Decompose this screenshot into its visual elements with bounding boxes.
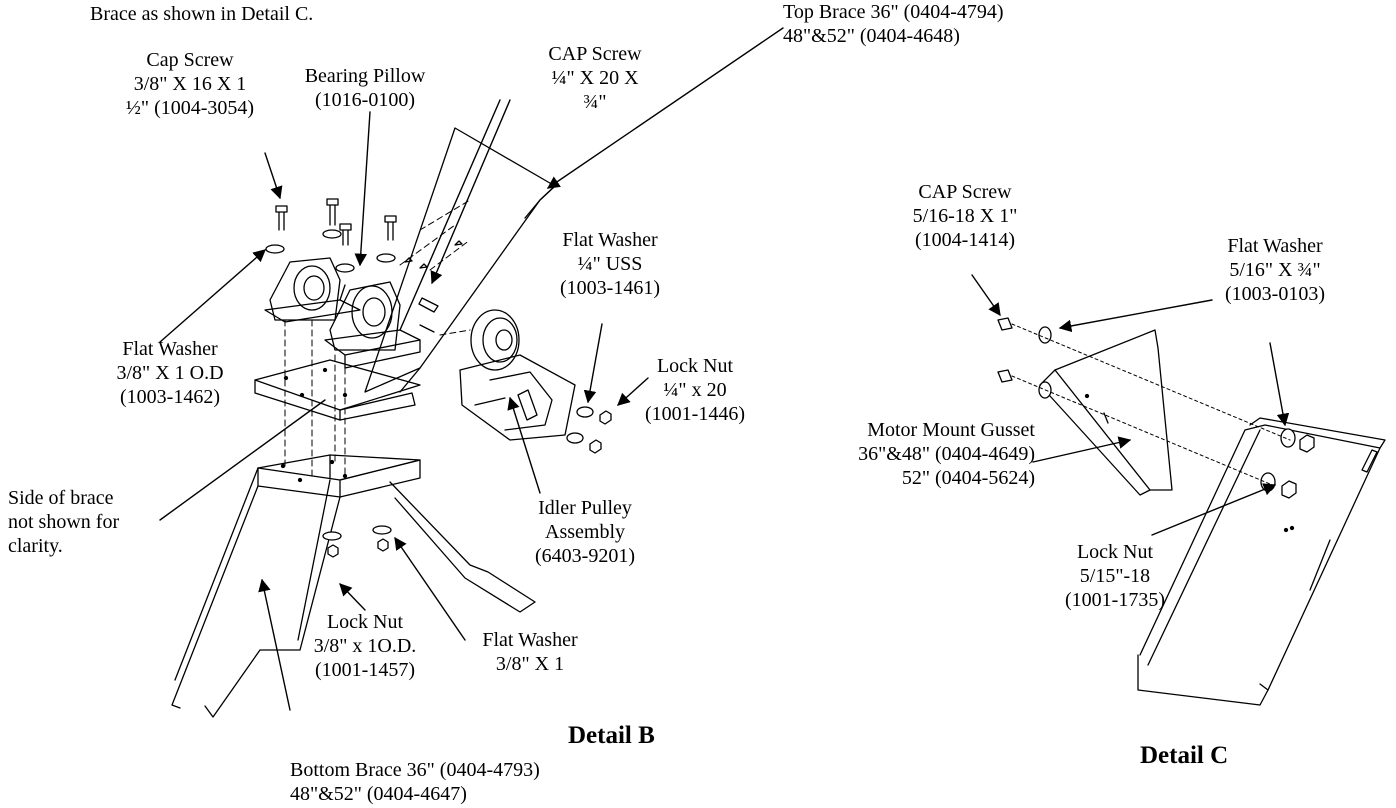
- label-line: (1001-1457): [315, 659, 415, 681]
- label-line: 3/8" X 16 X 1: [133, 73, 247, 95]
- label-lock-nut-516: Lock Nut 5/15"-18 (1001-1735): [1040, 540, 1190, 612]
- brace-cap-screws: [404, 240, 463, 333]
- label-lock-nut-14: Lock Nut ¼" x 20 (1001-1446): [620, 354, 770, 426]
- assembly-lines: [284, 199, 471, 481]
- label-line: 48"&52" (0404-4647): [290, 783, 467, 805]
- label-line: (1003-1462): [120, 386, 220, 408]
- label-line: 3/8" x 1O.D.: [313, 635, 417, 657]
- cap-screws: [265, 198, 397, 273]
- label-line: 3/8" X 1: [495, 653, 565, 675]
- bottom-hardware: [322, 525, 392, 558]
- label-line: Bearing Pillow: [304, 65, 426, 87]
- label-line: CAP Screw: [918, 181, 1012, 203]
- label-motor-mount-gusset: Motor Mount Gusset 36"&48" (0404-4649) 5…: [800, 418, 1035, 490]
- label-flat-washer-38-b: Flat Washer 3/8" X 1: [450, 628, 610, 676]
- label-line: Idler Pulley: [538, 497, 632, 519]
- label-line: 3/8" X 1 O.D: [116, 362, 224, 384]
- label-lock-nut-38: Lock Nut 3/8" x 1O.D. (1001-1457): [290, 610, 440, 682]
- label-line: not shown for: [8, 511, 120, 533]
- label-bottom-brace: Bottom Brace 36" (0404-4793) 48"&52" (04…: [290, 758, 540, 806]
- label-line: (6403-9201): [535, 545, 635, 567]
- label-line: clarity.: [8, 535, 63, 557]
- label-line: Flat Washer: [122, 338, 218, 360]
- detail-c-title: Detail C: [1140, 742, 1229, 769]
- label-line: (1004-1414): [915, 229, 1015, 251]
- label-line: Flat Washer: [1227, 235, 1323, 257]
- label-line: (1016-0100): [315, 89, 415, 111]
- label-flat-washer-14: Flat Washer ¼" USS (1003-1461): [525, 228, 695, 300]
- label-line: (1001-1446): [645, 403, 745, 425]
- label-line: Assembly: [545, 521, 625, 543]
- bearing-plate-part: [254, 359, 421, 421]
- label-line: ¼" X 20 X: [551, 67, 639, 89]
- label-top-brace: Top Brace 36" (0404-4794) 48"&52" (0404-…: [783, 0, 1004, 48]
- label-flat-washer-38-od: Flat Washer 3/8" X 1 O.D (1003-1462): [75, 337, 265, 409]
- label-cap-screw-516: CAP Screw 5/16-18 X 1" (1004-1414): [880, 180, 1050, 252]
- detail-b-leaders: [159, 27, 784, 711]
- label-line: Lock Nut: [1076, 541, 1154, 563]
- label-line: 5/16-18 X 1": [912, 205, 1018, 227]
- label-line: Flat Washer: [562, 229, 658, 251]
- label-line: 5/15"-18: [1079, 565, 1151, 587]
- label-line: Top Brace 36" (0404-4794): [783, 1, 1004, 23]
- label-line: Flat Washer: [482, 629, 578, 651]
- label-line: ½" (1004-3054): [125, 97, 255, 119]
- label-cap-screw-14: CAP Screw ¼" X 20 X ¾": [520, 42, 670, 114]
- top-brace-part: [364, 127, 556, 393]
- label-side-note: Side of brace not shown for clarity.: [8, 486, 119, 558]
- label-line: (1001-1735): [1065, 589, 1165, 611]
- detail-c-hardware: [997, 317, 1315, 533]
- motor-mount-gusset-part: [1039, 329, 1173, 496]
- label-line: 52" (0404-5624): [901, 467, 1035, 489]
- detail-c-brace-part: [1137, 417, 1386, 706]
- label-line: 48"&52" (0404-4648): [783, 25, 960, 47]
- label-cap-screw-38: Cap Screw 3/8" X 16 X 1 ½" (1004-3054): [95, 48, 285, 120]
- pillow-blocks: [264, 257, 421, 369]
- idler-pulley-part: [459, 309, 576, 441]
- idler-hardware: [566, 406, 612, 454]
- label-line: (1003-1461): [560, 277, 660, 299]
- label-line: ¾": [583, 91, 607, 113]
- label-line: Side of brace: [8, 487, 114, 509]
- intro-text: Brace as shown in Detail C.: [90, 3, 314, 25]
- label-line: Bottom Brace 36" (0404-4793): [290, 759, 540, 781]
- label-idler-pulley: Idler Pulley Assembly (6403-9201): [510, 496, 660, 568]
- label-line: ¼" x 20: [663, 379, 727, 401]
- label-line: CAP Screw: [548, 43, 642, 65]
- detail-c-assembly-lines: [1011, 323, 1291, 485]
- label-line: Lock Nut: [656, 355, 734, 377]
- label-line: ¼" USS: [577, 253, 643, 275]
- label-bearing-pillow: Bearing Pillow (1016-0100): [285, 64, 445, 112]
- label-line: 5/16" X ¾": [1229, 259, 1321, 281]
- label-line: Motor Mount Gusset: [867, 419, 1035, 441]
- label-flat-washer-516: Flat Washer 5/16" X ¾" (1003-0103): [1200, 234, 1350, 306]
- label-line: 36"&48" (0404-4649): [858, 443, 1035, 465]
- label-line: (1003-0103): [1225, 283, 1325, 305]
- label-line: Cap Screw: [146, 49, 234, 71]
- detail-b-title: Detail B: [568, 722, 655, 749]
- detail-c-leaders: [971, 274, 1290, 536]
- label-line: Lock Nut: [326, 611, 404, 633]
